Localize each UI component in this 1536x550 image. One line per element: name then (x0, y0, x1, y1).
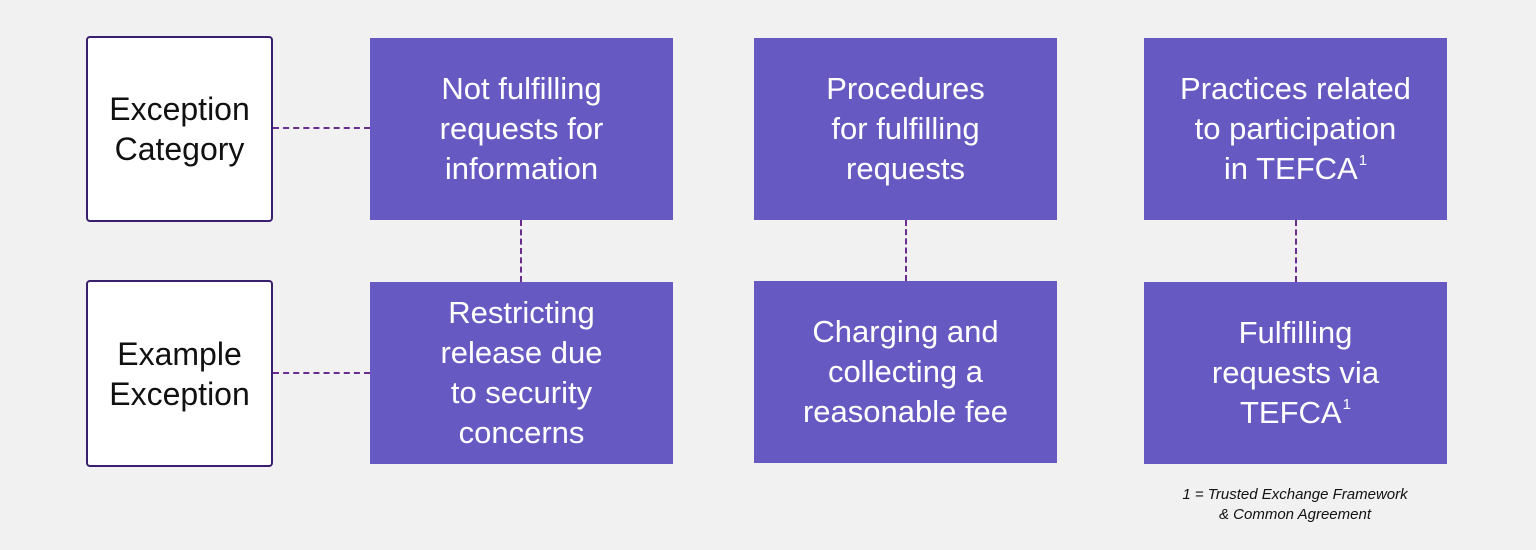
label-line: Exception (109, 91, 250, 127)
card-line: to security (450, 375, 593, 410)
card-line: TEFCA (1240, 395, 1342, 430)
example-card-security: Restricting release due to security conc… (370, 282, 673, 464)
footnote-line: 1 = Trusted Exchange Framework (1182, 486, 1408, 503)
exception-category-label: Exception Category (86, 36, 273, 222)
column-1-connector (520, 220, 522, 282)
footnote-line: & Common Agreement (1218, 506, 1371, 523)
card-line: Practices related (1180, 71, 1411, 106)
card-line: requests for (439, 111, 604, 146)
card-line: in TEFCA (1223, 151, 1358, 186)
card-line: Procedures (826, 71, 985, 106)
card-line: Charging and (812, 314, 999, 349)
card-line: collecting a (827, 354, 984, 389)
card-line: Not fulfilling (441, 71, 602, 106)
label-line: Exception (109, 375, 250, 412)
card-line: requests via (1211, 355, 1380, 390)
card-line: Fulfilling (1238, 315, 1353, 350)
footnote-marker: 1 (1342, 396, 1351, 413)
card-line: for fulfilling (831, 111, 980, 146)
card-line: concerns (458, 415, 585, 450)
footnote: 1 = Trusted Exchange Framework & Common … (1140, 485, 1450, 525)
card-line: to participation (1194, 111, 1397, 146)
category-card-procedures: Procedures for fulfilling requests (754, 38, 1057, 220)
example-card-fee: Charging and collecting a reasonable fee (754, 281, 1057, 463)
card-line-with-footnote: TEFCA1 (1212, 393, 1379, 433)
category-row-connector (273, 127, 370, 129)
label-line: Category (114, 131, 245, 167)
column-3-connector (1295, 220, 1297, 282)
card-line: requests (846, 151, 965, 186)
card-line: reasonable fee (802, 394, 1009, 429)
footnote-marker: 1 (1358, 152, 1368, 169)
example-row-connector (273, 372, 370, 374)
card-line: Restricting (448, 295, 595, 330)
category-card-tefca-practices: Practices related to participation in TE… (1144, 38, 1447, 220)
label-line: Example (117, 335, 242, 372)
column-2-connector (905, 220, 907, 281)
card-line: release due (440, 335, 603, 370)
card-line-with-footnote: in TEFCA1 (1180, 149, 1411, 189)
example-exception-label: Example Exception (86, 280, 273, 467)
card-line: information (444, 151, 599, 186)
example-card-tefca-requests: Fulfilling requests via TEFCA1 (1144, 282, 1447, 464)
category-card-not-fulfilling: Not fulfilling requests for information (370, 38, 673, 220)
